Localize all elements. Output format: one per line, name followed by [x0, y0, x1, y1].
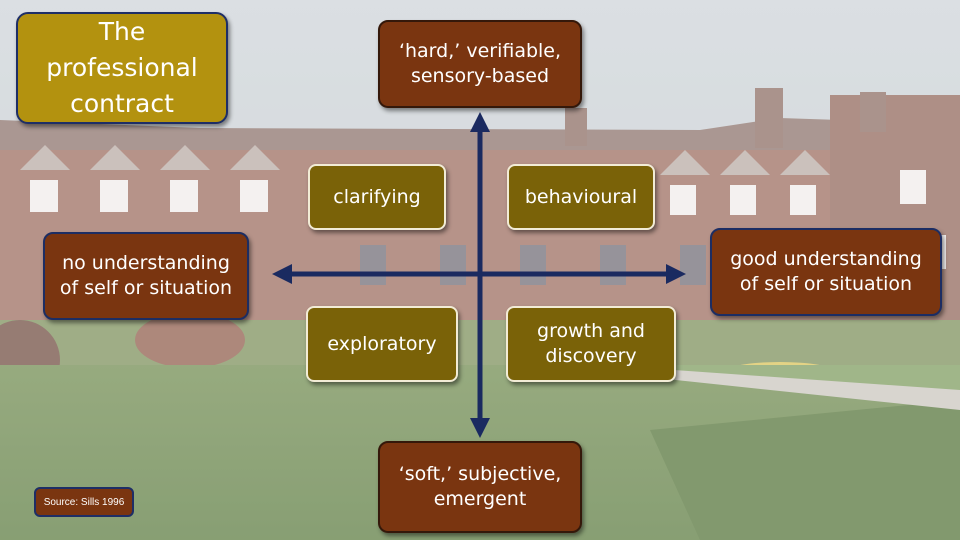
right-axis-label: good understanding of self or situation [710, 228, 942, 316]
quadrant-growth-and-discovery: growth and discovery [506, 306, 676, 382]
source-citation-text: Source: Sills 1996 [43, 496, 125, 508]
quadrant-growth-label: growth and discovery [537, 320, 645, 367]
quadrant-behavioural: behavioural [507, 164, 655, 230]
slide-title: The professional contract [16, 12, 228, 124]
right-axis-label-text: good understanding of self or situation [730, 248, 922, 295]
slide-title-text: The professional contract [46, 16, 198, 119]
quadrant-behavioural-label: behavioural [524, 185, 638, 208]
quadrant-exploratory: exploratory [306, 306, 458, 382]
top-axis-label-text: ‘hard,’ verifiable, sensory-based [398, 40, 562, 87]
top-axis-label: ‘hard,’ verifiable, sensory-based [378, 20, 582, 108]
bottom-axis-label-text: ‘soft,’ subjective, emergent [398, 463, 562, 510]
quadrant-exploratory-label: exploratory [327, 332, 437, 355]
bottom-axis-label: ‘soft,’ subjective, emergent [378, 441, 582, 533]
quadrant-clarifying: clarifying [308, 164, 446, 230]
quadrant-clarifying-label: clarifying [333, 185, 421, 208]
source-citation: Source: Sills 1996 [34, 487, 134, 517]
left-axis-label: no understanding of self or situation [43, 232, 249, 320]
left-axis-label-text: no understanding of self or situation [59, 252, 233, 299]
